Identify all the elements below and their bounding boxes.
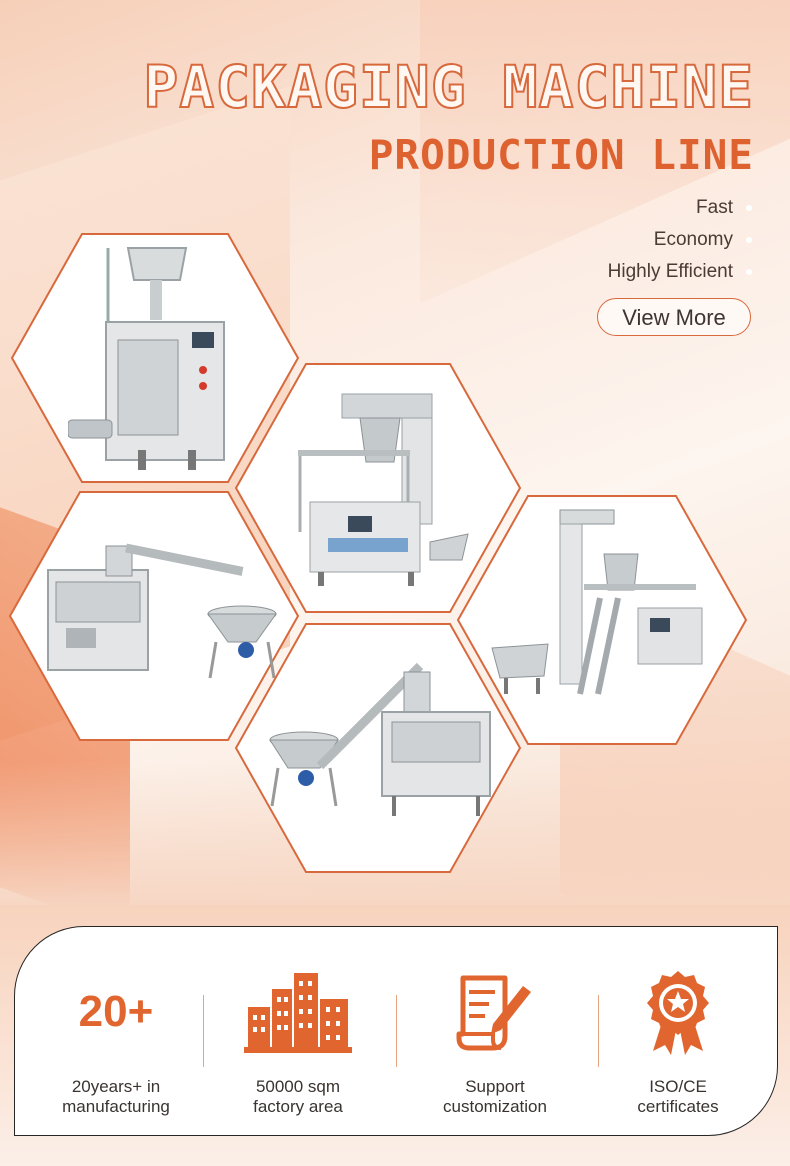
powder-auger-filling-machine-icon: [269, 662, 491, 816]
hex-frame: [234, 623, 522, 873]
factory-buildings-icon: [244, 973, 352, 1053]
divider: [598, 995, 599, 1067]
stat-label: 20years+ in manufacturing: [62, 1077, 170, 1116]
feature-label: Highly Efficient: [607, 261, 733, 282]
hero-section: PACKAGING MACHINE PRODUCTION LINE Fast E…: [0, 0, 790, 905]
view-more-button[interactable]: View More: [597, 298, 751, 336]
feature-label: Economy: [653, 229, 733, 250]
page-title: PACKAGING MACHINE: [142, 52, 754, 122]
stats-section: 20+ 20years+ in manufacturing: [0, 905, 790, 1166]
divider: [203, 995, 204, 1067]
document-pen-icon: [456, 975, 531, 1051]
stat-label: 50000 sqm factory area: [253, 1077, 343, 1116]
divider: [396, 995, 397, 1067]
feature-list: Fast Economy Highly Efficient: [608, 194, 752, 290]
hex-card-1[interactable]: [10, 232, 300, 484]
stat-label: Support customization: [443, 1077, 547, 1116]
hex-frame: [8, 491, 300, 741]
stat-custom: Support customization: [400, 967, 590, 1117]
feature-item: Fast: [608, 194, 752, 226]
award-ribbon-icon: [647, 971, 709, 1055]
hex-card-2[interactable]: [234, 362, 522, 614]
stats-card: 20+ 20years+ in manufacturing: [14, 926, 778, 1136]
liquid-vertical-packaging-machine-icon: [68, 247, 225, 470]
stat-factory: 50000 sqm factory area: [203, 967, 393, 1117]
auger-screw-feeder-rotary-machine-icon: [47, 543, 277, 679]
feature-item: Economy: [608, 226, 752, 258]
hex-card-4[interactable]: [456, 494, 748, 746]
years-value: 20+: [78, 987, 154, 1036]
bullet-icon: [746, 236, 752, 243]
bucket-elevator-weigher-line-icon: [491, 509, 703, 695]
feature-label: Fast: [696, 197, 733, 218]
stat-years: 20+ 20years+ in manufacturing: [21, 967, 211, 1117]
stat-cert: ISO/CE certificates: [583, 967, 773, 1117]
multihead-weigher-pouch-machine-icon: [298, 393, 469, 586]
hex-card-5[interactable]: [234, 622, 522, 874]
page-subtitle: PRODUCTION LINE: [368, 131, 754, 179]
hex-frame: [456, 495, 748, 745]
bullet-icon: [746, 204, 752, 211]
hex-card-3[interactable]: [8, 490, 300, 742]
feature-item: Highly Efficient: [608, 258, 752, 290]
bullet-icon: [746, 268, 752, 275]
stat-label: ISO/CE certificates: [637, 1077, 719, 1116]
